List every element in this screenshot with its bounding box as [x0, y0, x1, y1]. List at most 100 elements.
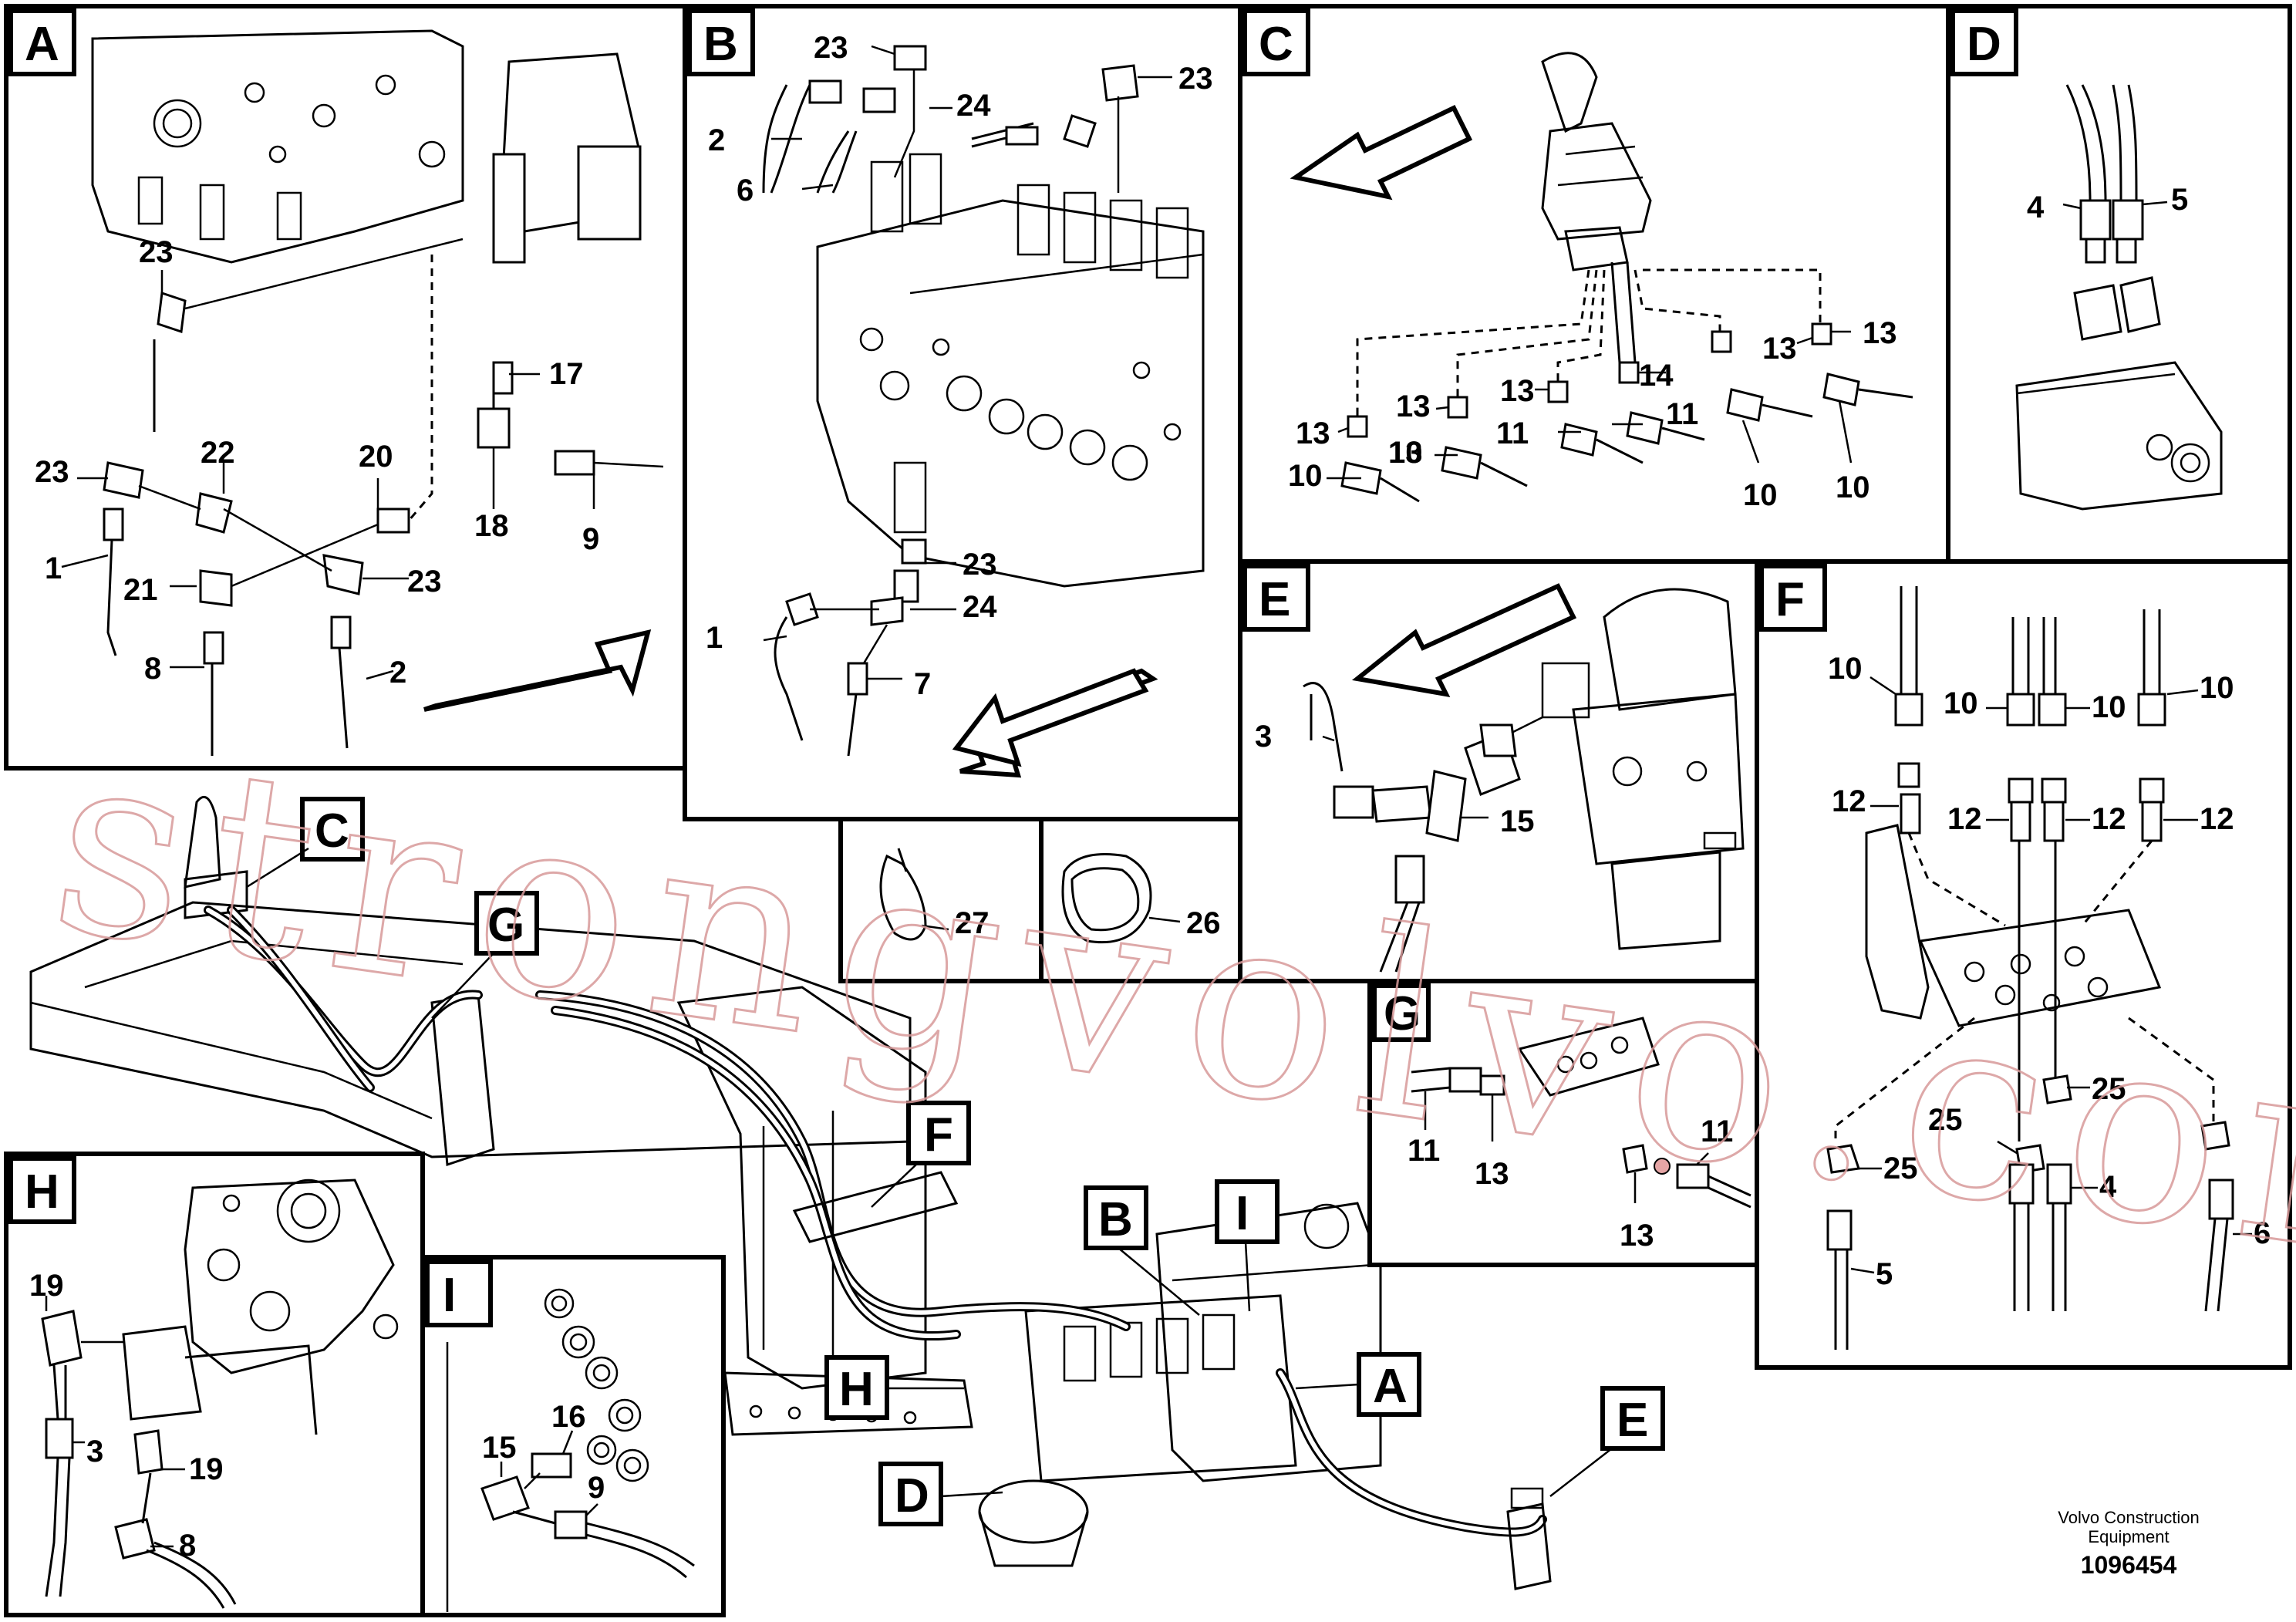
label-b-6: 6 [737, 174, 754, 207]
panel-f-title: F [1775, 573, 1805, 626]
label-c-10a: 10 [1288, 459, 1323, 493]
label-c-10d: 10 [1836, 470, 1870, 504]
label-a-23c: 23 [407, 565, 442, 599]
label-27: 27 [955, 906, 990, 940]
callout-a: A [1373, 1360, 1408, 1413]
panel-small-26: 26 [1039, 817, 1242, 983]
label-b-23b: 23 [1178, 62, 1213, 96]
label-f-12d: 12 [2200, 802, 2234, 836]
label-h-8: 8 [179, 1529, 196, 1563]
label-f-6: 6 [2254, 1216, 2271, 1250]
label-f-10d: 10 [2200, 671, 2234, 705]
panel-i: I 15 16 9 [420, 1255, 726, 1617]
label-c-13c: 13 [1500, 374, 1535, 408]
panel-b-title: B [703, 18, 738, 71]
panel-d-title: D [1967, 18, 2001, 71]
callouts: C G F B I H A D E [246, 797, 1665, 1526]
callout-i: I [1236, 1187, 1249, 1240]
label-g-13a: 13 [1475, 1157, 1509, 1191]
label-c-11b: 11 [1666, 397, 1698, 431]
label-a-22: 22 [201, 436, 235, 470]
footer: Volvo Construction Equipment 1096454 [2058, 1508, 2199, 1579]
panel-a: A [4, 4, 687, 771]
callout-d: D [895, 1469, 929, 1523]
panel-b: B [683, 4, 1242, 821]
panel-a-title: A [25, 18, 59, 71]
panel-f: F [1755, 559, 2292, 1370]
label-f-12a: 12 [1832, 784, 1866, 818]
label-b-1: 1 [706, 621, 723, 655]
label-f-25c: 25 [1883, 1152, 1918, 1185]
label-a-21: 21 [123, 573, 158, 607]
label-e-3: 3 [1255, 720, 1272, 754]
panel-small-27: 27 [838, 817, 1043, 983]
label-i-16: 16 [551, 1400, 586, 1434]
main-assembly [29, 795, 1552, 1590]
label-c-13d: 13 [1762, 332, 1797, 366]
label-c-10b: 10 [1388, 436, 1423, 470]
panel-h: H 19 3 19 8 [4, 1152, 425, 1617]
label-a-1: 1 [45, 551, 62, 585]
label-b-2: 2 [708, 123, 725, 157]
label-h-19b: 19 [189, 1452, 224, 1486]
label-d-5: 5 [2171, 183, 2188, 217]
label-c-13b: 13 [1396, 389, 1431, 423]
label-b-7: 7 [914, 667, 931, 701]
label-a-2: 2 [389, 656, 406, 690]
label-b-24a: 24 [956, 89, 991, 123]
label-d-4: 4 [2027, 191, 2045, 224]
label-b-23a: 23 [814, 31, 848, 65]
document-number: 1096454 [2081, 1551, 2177, 1579]
label-h-19a: 19 [29, 1269, 64, 1303]
label-e-15: 15 [1500, 804, 1535, 838]
panel-c-title: C [1259, 18, 1293, 71]
panel-e-title: E [1259, 573, 1290, 626]
label-f-25b: 25 [1928, 1103, 1963, 1137]
label-g-11b: 11 [1701, 1114, 1733, 1148]
label-f-10c: 10 [2092, 690, 2126, 724]
label-g-11a: 11 [1408, 1134, 1440, 1168]
label-a-17: 17 [549, 357, 584, 391]
callout-e: E [1617, 1394, 1648, 1447]
label-c-13a: 13 [1296, 416, 1330, 450]
label-26: 26 [1186, 906, 1221, 940]
callout-b: B [1098, 1193, 1133, 1246]
panel-c: C [1238, 4, 1950, 564]
label-i-15: 15 [482, 1431, 517, 1465]
panel-g: G 11 11 13 13 [1367, 979, 1759, 1267]
brand-line-1: Volvo Construction [2058, 1508, 2199, 1527]
label-f-25a: 25 [2092, 1072, 2126, 1106]
panel-h-title: H [25, 1165, 59, 1219]
label-f-4: 4 [2099, 1170, 2117, 1204]
label-f-12b: 12 [1947, 802, 1982, 836]
label-c-10c: 10 [1743, 478, 1778, 512]
label-c-13e: 13 [1863, 316, 1897, 350]
callout-c: C [315, 804, 349, 858]
callout-h: H [839, 1363, 874, 1416]
panel-i-title: I [443, 1269, 456, 1322]
label-b-24b: 24 [963, 590, 997, 624]
label-a-8: 8 [144, 652, 161, 686]
brand-line-2: Equipment [2088, 1527, 2169, 1546]
label-g-13b: 13 [1620, 1219, 1654, 1253]
label-c-11a: 11 [1496, 416, 1529, 450]
callout-g: G [487, 899, 524, 952]
label-a-23a: 23 [139, 235, 174, 269]
label-f-10b: 10 [1944, 686, 1978, 720]
panel-g-title: G [1384, 987, 1421, 1040]
callout-f: F [924, 1108, 953, 1162]
panel-e: E 3 15 [1238, 559, 1759, 983]
label-b-23c: 23 [963, 548, 997, 582]
panel-d: D 4 5 [1946, 4, 2292, 564]
label-i-9: 9 [588, 1471, 605, 1505]
label-a-9: 9 [582, 522, 599, 556]
label-f-10a: 10 [1828, 652, 1863, 686]
label-h-3: 3 [86, 1435, 103, 1469]
label-a-23b: 23 [35, 455, 69, 489]
label-a-20: 20 [359, 440, 393, 474]
label-c-14: 14 [1639, 359, 1674, 393]
label-a-18: 18 [474, 509, 509, 543]
label-f-12c: 12 [2092, 802, 2126, 836]
label-f-5: 5 [1876, 1257, 1893, 1291]
